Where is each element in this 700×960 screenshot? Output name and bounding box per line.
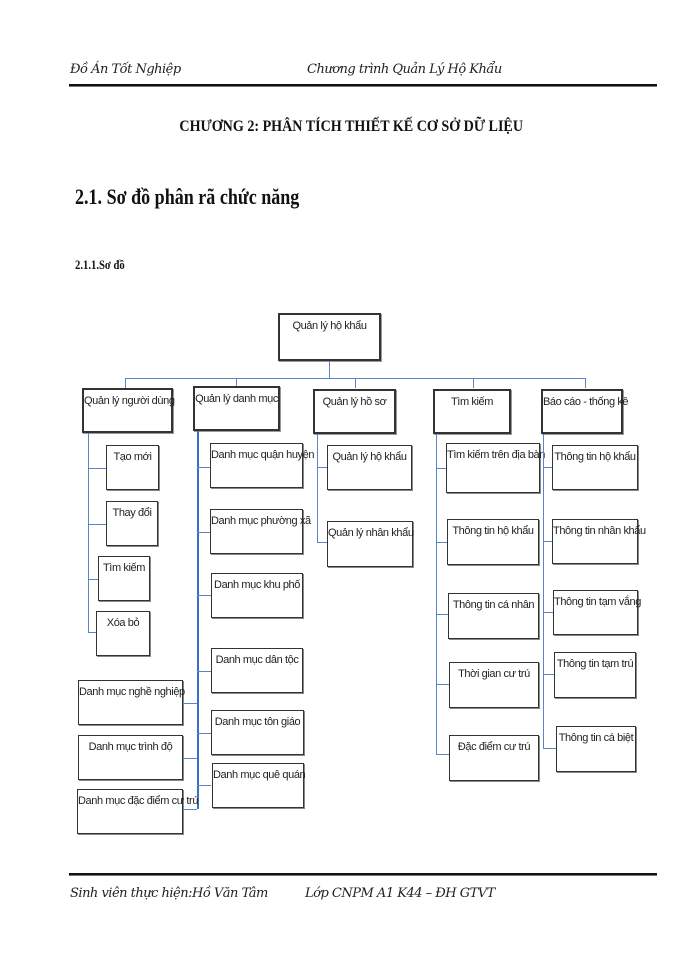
node-quan-ly-ho-so: Quản lý hồ sơ (313, 389, 396, 434)
header-rule (69, 84, 657, 87)
connector (88, 524, 106, 525)
connector (436, 542, 447, 543)
connector (197, 532, 210, 533)
node-quan-ly-danh-muc: Quản lý danh mục (193, 386, 280, 431)
node-quan-ly-nguoi-dung: Quản lý người dùng (82, 388, 175, 433)
connector (543, 674, 554, 675)
connector (543, 467, 552, 468)
connector (197, 785, 211, 786)
chapter-title: CHƯƠNG 2: PHÂN TÍCH THIẾT KẾ CƠ SỞ DỮ LI… (179, 118, 523, 135)
node-bc-thong-tin-nhan-khau: Thông tin nhân khẩu (552, 519, 646, 564)
node-dm-quan-huyen: Danh mục quận huyện (210, 443, 314, 488)
connector (125, 378, 126, 388)
connector (88, 433, 89, 633)
connector (329, 361, 330, 379)
node-bc-thong-tin-tam-tru: Thông tin tạm trú (554, 652, 636, 698)
node-dm-phuong-xa: Danh mục phường xã (210, 509, 311, 554)
node-tk-thong-tin-ho-khau: Thông tin hộ khẩu (447, 519, 539, 565)
node-tim-kiem-nd: Tìm kiếm (98, 556, 150, 601)
node-tim-kiem: Tìm kiếm (433, 389, 511, 434)
connector (88, 468, 106, 469)
node-bc-thong-tin-tam-vang: Thông tin tạm vắng (553, 590, 641, 635)
connector (236, 378, 237, 386)
connector (355, 378, 356, 388)
connector (88, 579, 98, 580)
node-ql-nhan-khau: Quản lý nhân khẩu (327, 521, 414, 567)
connector (197, 595, 211, 596)
connector (473, 378, 474, 388)
subsection-title: 2.1.1.Sơ đồ (75, 257, 125, 272)
connector (436, 614, 448, 615)
connector (543, 541, 552, 542)
section-title: 2.1. Sơ đồ phân rã chức năng (75, 184, 300, 209)
node-dm-khu-pho: Danh mục khu phố (211, 573, 303, 618)
connector (436, 684, 449, 685)
connector (317, 467, 328, 468)
node-bc-thong-tin-ca-biet: Thông tin cá biệt (556, 726, 636, 772)
node-ql-ho-khau: Quản lý hộ khẩu (327, 445, 412, 490)
connector (317, 434, 318, 543)
node-tao-moi: Tạo mới (106, 445, 159, 490)
connector (436, 434, 437, 754)
connector (183, 809, 197, 810)
connector (197, 671, 211, 672)
node-bao-cao-thong-ke: Báo cáo - thống kê (541, 389, 629, 434)
node-tk-thoi-gian-cu-tru: Thời gian cư trú (449, 662, 539, 708)
connector (585, 378, 586, 388)
node-thay-doi: Thay đổi (106, 501, 158, 546)
connector (543, 434, 544, 749)
node-tk-tren-dia-ban: Tìm kiếm trên địa bàn (446, 443, 545, 493)
connector (317, 542, 327, 543)
node-dm-nghe-nghiep: Danh mục nghề nghiệp (78, 680, 185, 725)
connector (197, 467, 210, 468)
footer-rule (69, 873, 657, 876)
connector (543, 748, 556, 749)
node-bc-thong-tin-ho-khau: Thông tin hộ khẩu (552, 445, 638, 490)
node-tk-thong-tin-ca-nhan: Thông tin cá nhân (448, 593, 539, 639)
connector (436, 468, 446, 469)
connector (88, 632, 96, 633)
node-dm-dac-diem-cu-tru: Danh mục đặc điểm cư trú (77, 789, 198, 834)
connector (543, 612, 553, 613)
page-footer-left: Sinh viên thực hiện:Hồ Văn Tâm (70, 886, 268, 901)
connector (183, 758, 197, 759)
node-dm-trinh-do: Danh mục trình độ (78, 735, 183, 780)
connector (436, 754, 449, 755)
connector (197, 733, 211, 734)
node-dm-dan-toc: Danh mục dân tộc (211, 648, 303, 693)
page-header-left: Đồ Án Tốt Nghiệp (70, 62, 181, 77)
node-root: Quản lý hộ khẩu (278, 313, 381, 361)
node-dm-que-quan: Danh mục quê quán (212, 763, 306, 808)
connector (183, 703, 197, 704)
page-footer-center: Lớp CNPM A1 K44 – ĐH GTVT (305, 886, 495, 901)
node-tk-dac-diem-cu-tru: Đặc điểm cư trú (449, 735, 539, 781)
page-header-center: Chương trình Quản Lý Hộ Khẩu (307, 62, 502, 77)
node-xoa-bo: Xóa bỏ (96, 611, 150, 656)
connector (197, 431, 199, 809)
node-dm-ton-giao: Danh mục tôn giáo (211, 710, 304, 755)
